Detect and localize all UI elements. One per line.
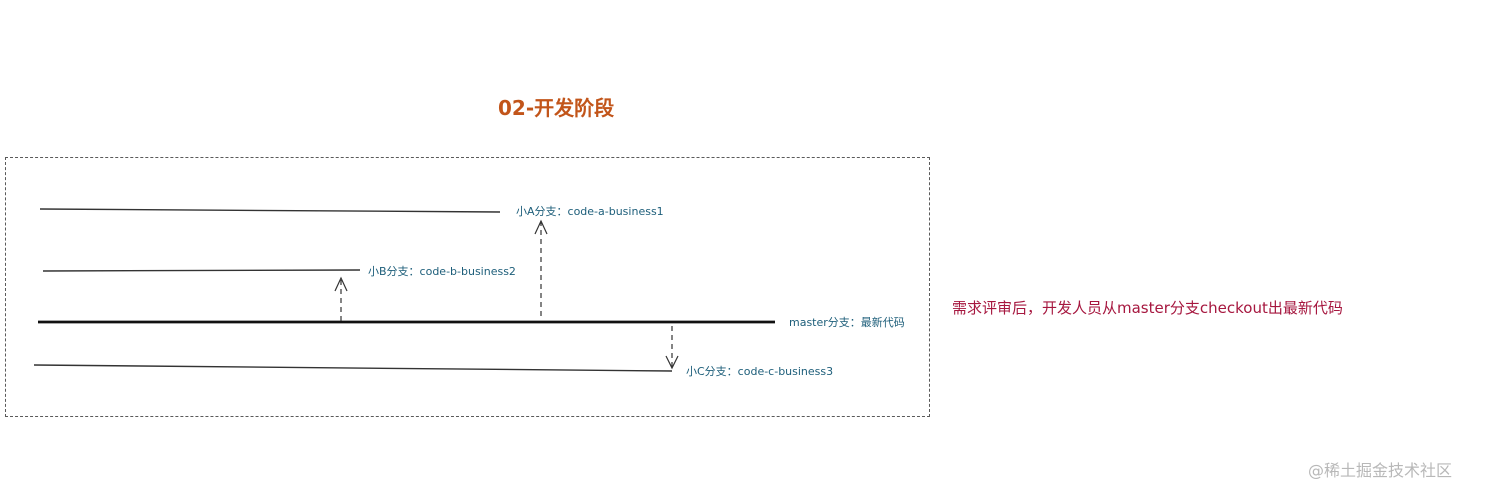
arrow-master-to-a xyxy=(534,219,548,316)
branch-a-line xyxy=(39,208,501,213)
master-label: master分支：最新代码 xyxy=(789,316,905,329)
arrow-master-to-b xyxy=(334,276,348,321)
branch-b-line xyxy=(42,269,361,272)
dashed-frame xyxy=(5,157,930,417)
diagram-title: 02-开发阶段 xyxy=(498,96,615,120)
description-note: 需求评审后，开发人员从master分支checkout出最新代码 xyxy=(952,299,1343,317)
arrow-master-to-c xyxy=(665,326,679,370)
branch-c-label: 小C分支：code-c-business3 xyxy=(686,365,834,378)
branch-a-label: 小A分支：code-a-business1 xyxy=(516,205,664,218)
branch-c-line xyxy=(33,364,673,372)
watermark: @稀土掘金技术社区 xyxy=(1308,461,1453,480)
branch-b-label: 小B分支：code-b-business2 xyxy=(368,265,516,278)
